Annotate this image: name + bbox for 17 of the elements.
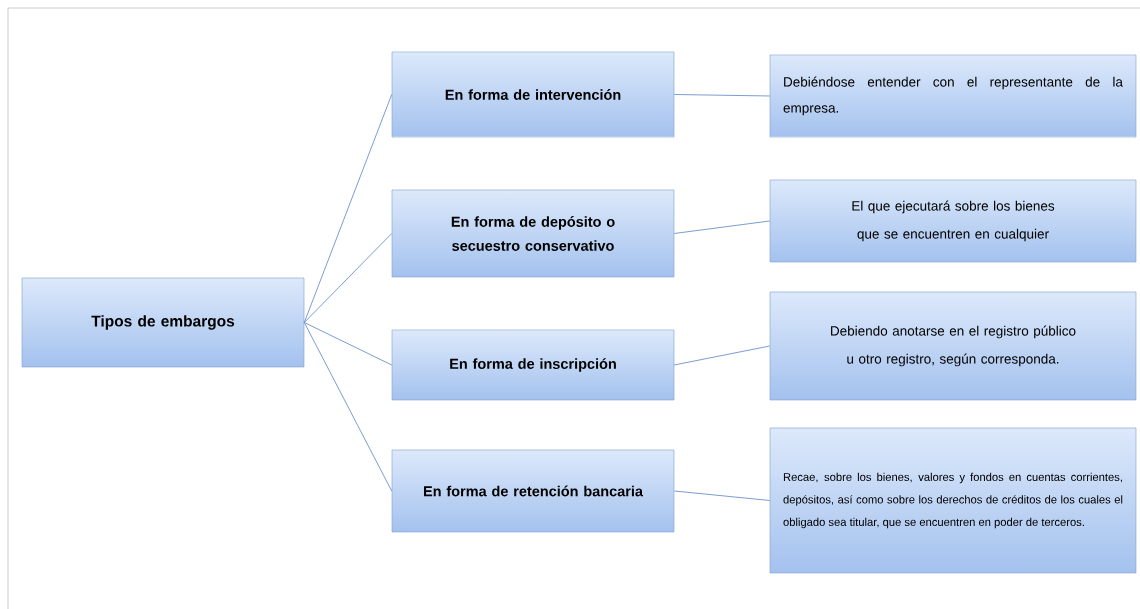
description-box: Debiendo anotarse en el registro público u otro registro, según corresponda.	[769, 291, 1137, 401]
connector-line	[673, 490, 771, 501]
description-box: El que ejecutará sobre los bienes que se encuentren en cualquier	[769, 179, 1137, 263]
description-box: Recae, sobre los bienes, valores y fondos en cuentas corrientes, depósitos, así como sobre los derechos de créditos de los cuales el obligado sea titular, que se encuentren en poder de terceros.	[769, 427, 1137, 574]
connector-line	[303, 94, 393, 323]
category-box: En forma de inscripción	[391, 329, 675, 401]
connector-line	[303, 322, 393, 492]
connector-line	[303, 322, 393, 366]
connector-line	[303, 233, 393, 323]
description-box: Debiéndose entender con el representante de la empresa.	[769, 54, 1137, 138]
connector-line	[673, 94, 771, 97]
category-box: En forma de retención bancaria	[391, 449, 675, 533]
category-box: En forma de intervención	[391, 51, 675, 138]
connector-line	[673, 220, 771, 234]
connector-line	[673, 345, 771, 366]
category-box: En forma de depósito o secuestro conservativo	[391, 189, 675, 278]
category-box: Tipos de embargos	[21, 277, 305, 368]
